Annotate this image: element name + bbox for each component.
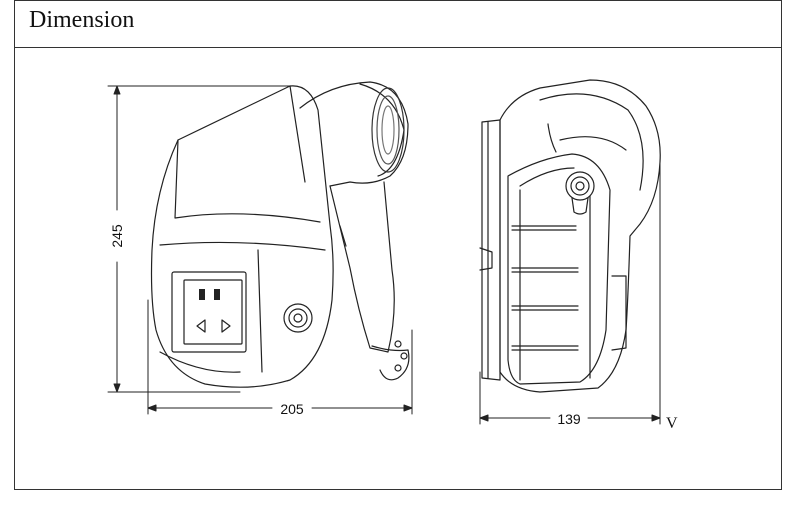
side-width-dimension xyxy=(479,159,661,425)
height-dimension xyxy=(107,85,291,393)
panel-header: Dimension xyxy=(15,1,781,48)
side-view-drawing xyxy=(479,79,661,393)
height-dimension-label: 245 xyxy=(109,224,125,248)
v-marker: V xyxy=(666,415,678,432)
front-view-drawing xyxy=(150,81,410,388)
front-width-dimension-label: 205 xyxy=(280,401,304,417)
panel-title: Dimension xyxy=(29,7,135,33)
front-width-dimension xyxy=(147,299,413,415)
side-width-dimension-label: 139 xyxy=(557,411,581,427)
